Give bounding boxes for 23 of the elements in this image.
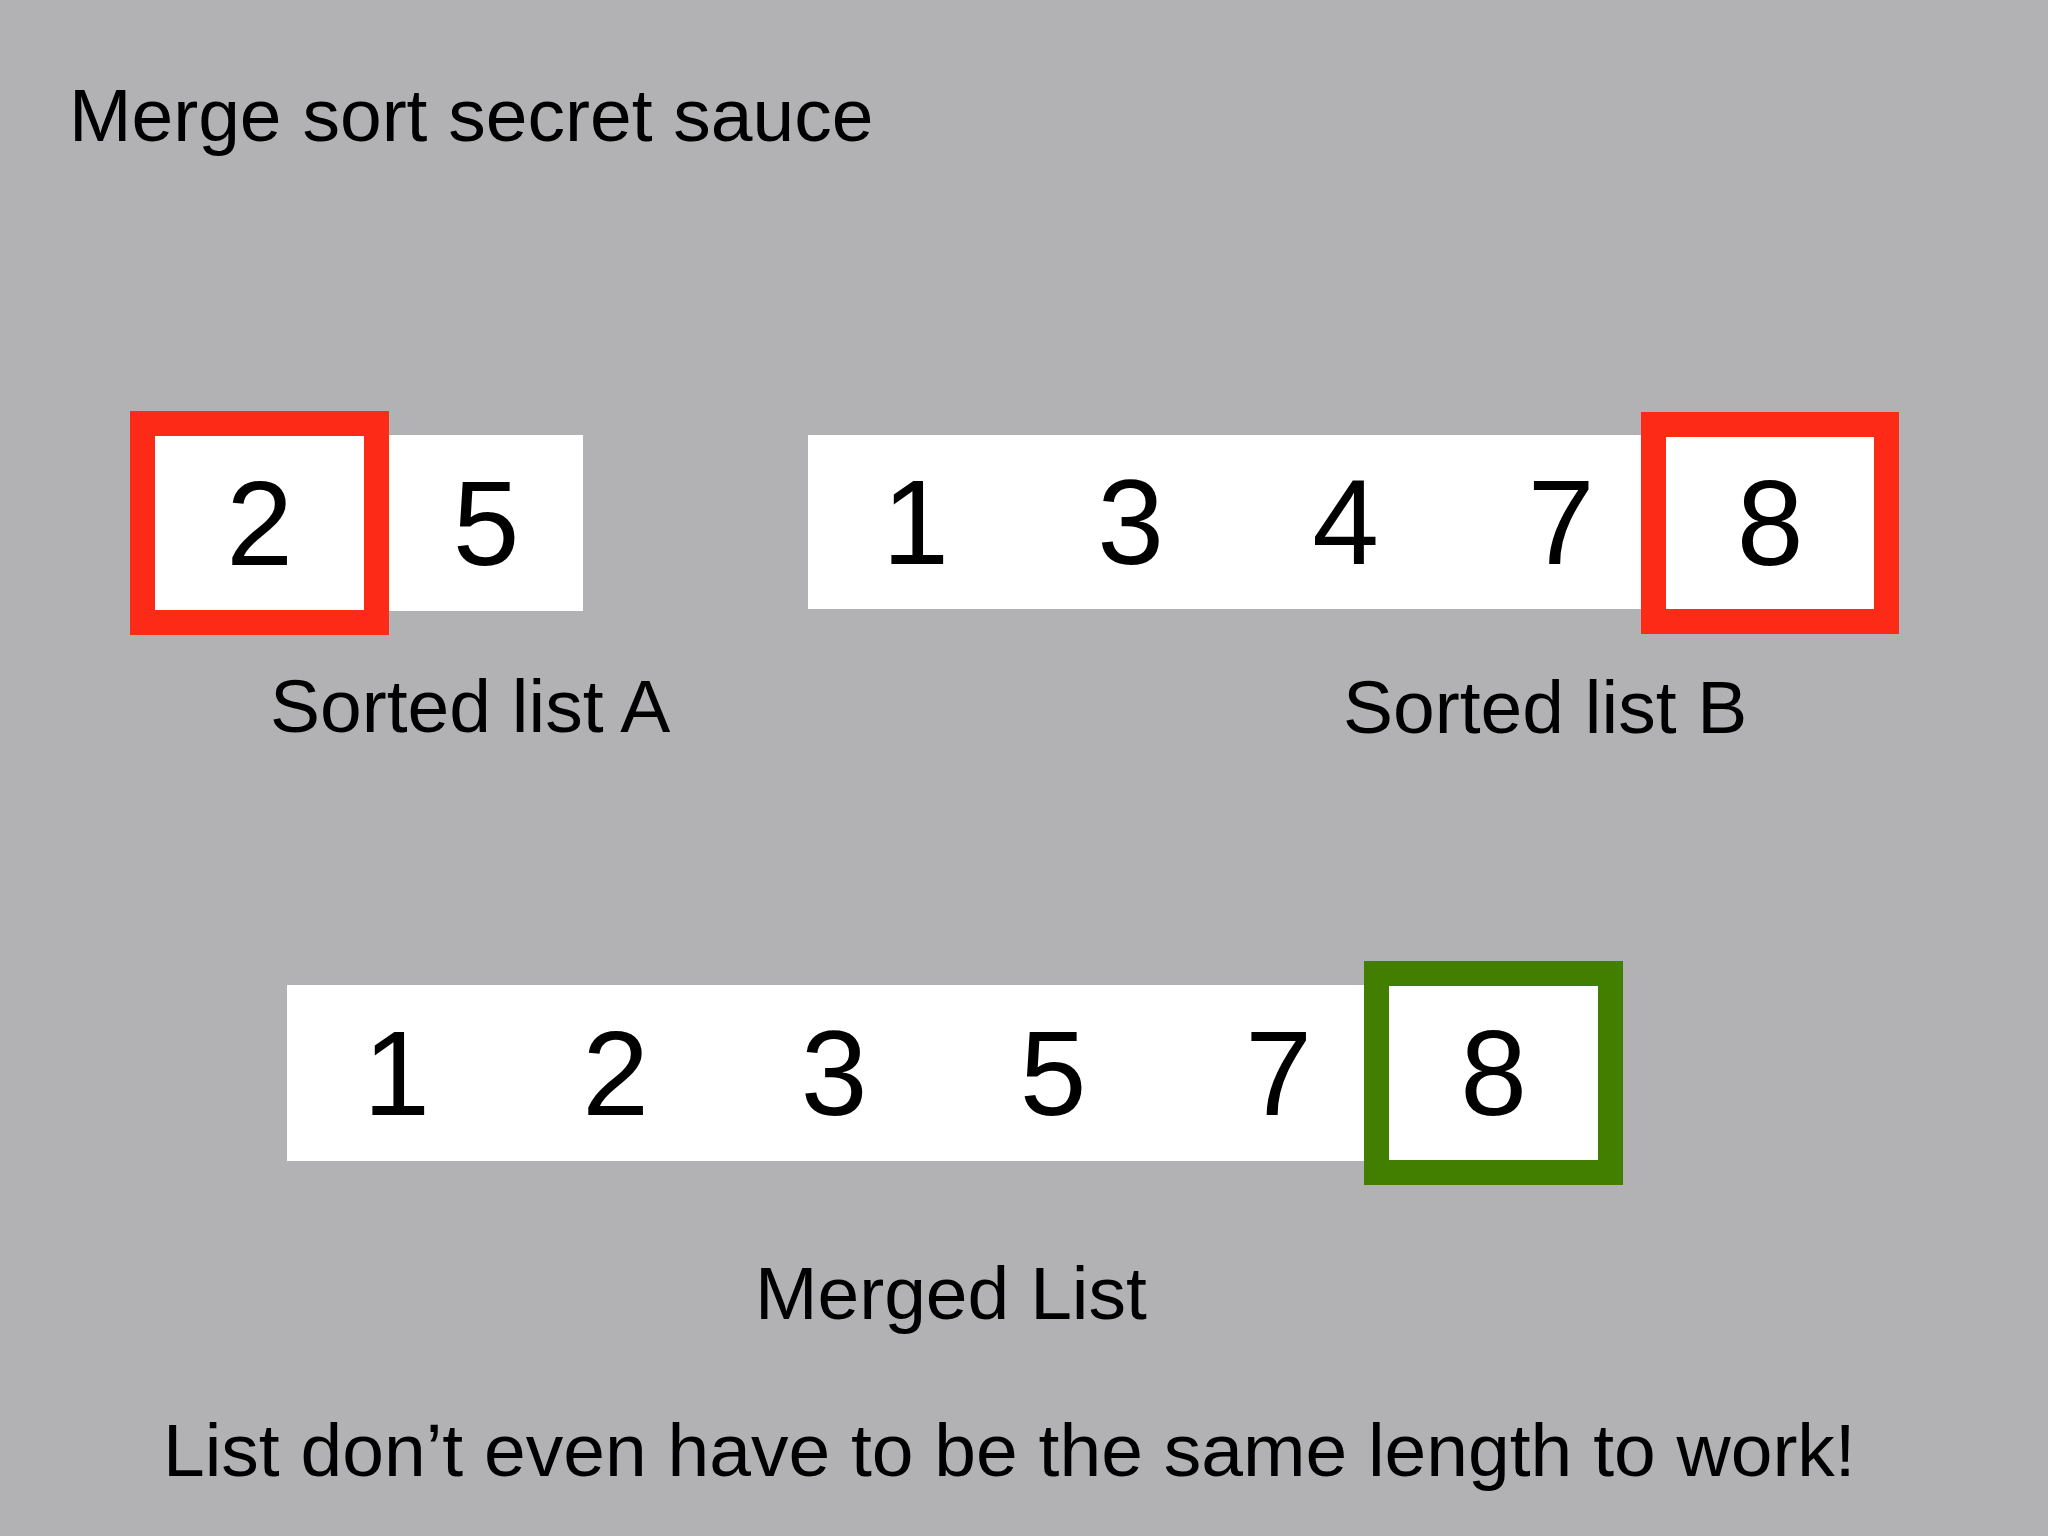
number-cell bbox=[1453, 435, 1641, 609]
outlined-number-cell bbox=[130, 411, 389, 635]
number-cell bbox=[1163, 985, 1364, 1161]
number-cell bbox=[287, 985, 506, 1161]
outlined-number-cell bbox=[1364, 961, 1623, 1185]
outlined-number-cell bbox=[1641, 412, 1899, 634]
number-text: 4 bbox=[1312, 462, 1379, 582]
list-caption: Sorted list B bbox=[1343, 669, 1748, 745]
number-text: 5 bbox=[452, 463, 520, 583]
number-text: 2 bbox=[582, 1013, 649, 1133]
number-text: 3 bbox=[800, 1013, 868, 1133]
number-text: 1 bbox=[882, 462, 949, 582]
number-text: 7 bbox=[1527, 462, 1595, 582]
number-text: 5 bbox=[1019, 1013, 1087, 1133]
number-text: 3 bbox=[1097, 462, 1164, 582]
number-text: 7 bbox=[1245, 1013, 1312, 1133]
number-text: 8 bbox=[1460, 1013, 1527, 1133]
number-text: 1 bbox=[363, 1013, 430, 1133]
number-cell bbox=[389, 435, 583, 611]
number-cell bbox=[808, 435, 1023, 609]
number-text: 8 bbox=[1736, 463, 1804, 583]
list-caption: Sorted list A bbox=[270, 668, 671, 744]
number-text: 2 bbox=[226, 463, 293, 583]
